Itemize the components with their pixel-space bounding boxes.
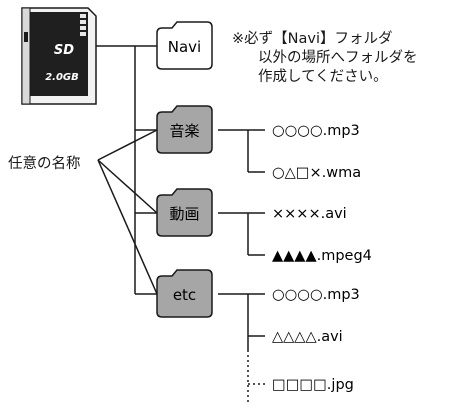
folder-label-navi: Navi [168,38,201,56]
note-line-3: 作成してください。 [258,69,388,85]
folder-video: 動画 [156,188,213,237]
folder-navi: Navi [156,21,213,70]
file-etc-3: □□□□.jpg [272,377,354,393]
file-video-1: ××××.avi [272,206,347,222]
folder-icon [156,269,213,318]
arbitrary-name-label: 任意の名称 [8,156,81,172]
file-video-2: ▲▲▲▲.mpeg4 [272,248,372,264]
file-music-1: ○○○○.mp3 [272,123,360,139]
folder-icon [156,188,213,237]
navi-folder-note: ※必ず【Navi】フォルダ 以外の場所へフォルダを 作成してください。 [232,30,464,87]
sd-capacity: 2.0GB [45,72,79,83]
sd-logo: SD [54,43,74,58]
sd-card-lock-switch [24,32,28,42]
folder-label-video: 動画 [169,205,199,223]
folder-etc: etc [156,269,213,318]
note-line-2: 以外の場所へフォルダを [258,50,418,66]
folder-label-music: 音楽 [169,122,199,140]
folder-icon [156,105,213,154]
file-etc-1: ○○○○.mp3 [272,287,360,303]
sd-card-label-area [30,12,88,96]
file-etc-2: △△△△.avi [272,329,343,345]
folder-music: 音楽 [156,105,213,154]
sd-card-icon: SD 2.0GB [21,7,97,105]
folder-label-etc: etc [173,286,196,304]
note-line-1: ※必ず【Navi】フォルダ [232,31,393,47]
tree-connectors [96,45,265,404]
folder-icon [156,21,213,70]
file-music-2: ○△□×.wma [272,165,361,181]
